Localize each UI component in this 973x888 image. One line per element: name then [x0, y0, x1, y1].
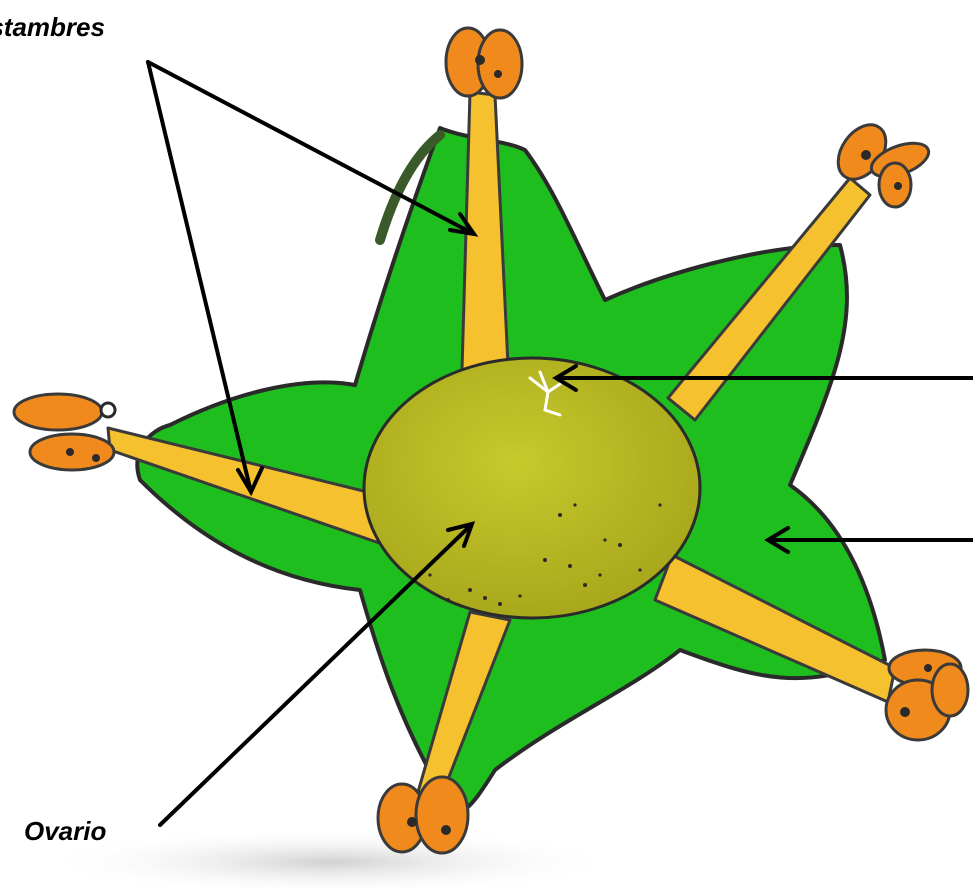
anther-bottom — [378, 777, 468, 853]
anther-top — [446, 28, 522, 98]
estambres-label: Estambres — [0, 12, 105, 43]
ovario-label: Ovario — [24, 816, 106, 847]
anther-left — [14, 394, 115, 470]
ground-shadow — [40, 828, 620, 888]
anther-bottom-right — [886, 650, 968, 740]
